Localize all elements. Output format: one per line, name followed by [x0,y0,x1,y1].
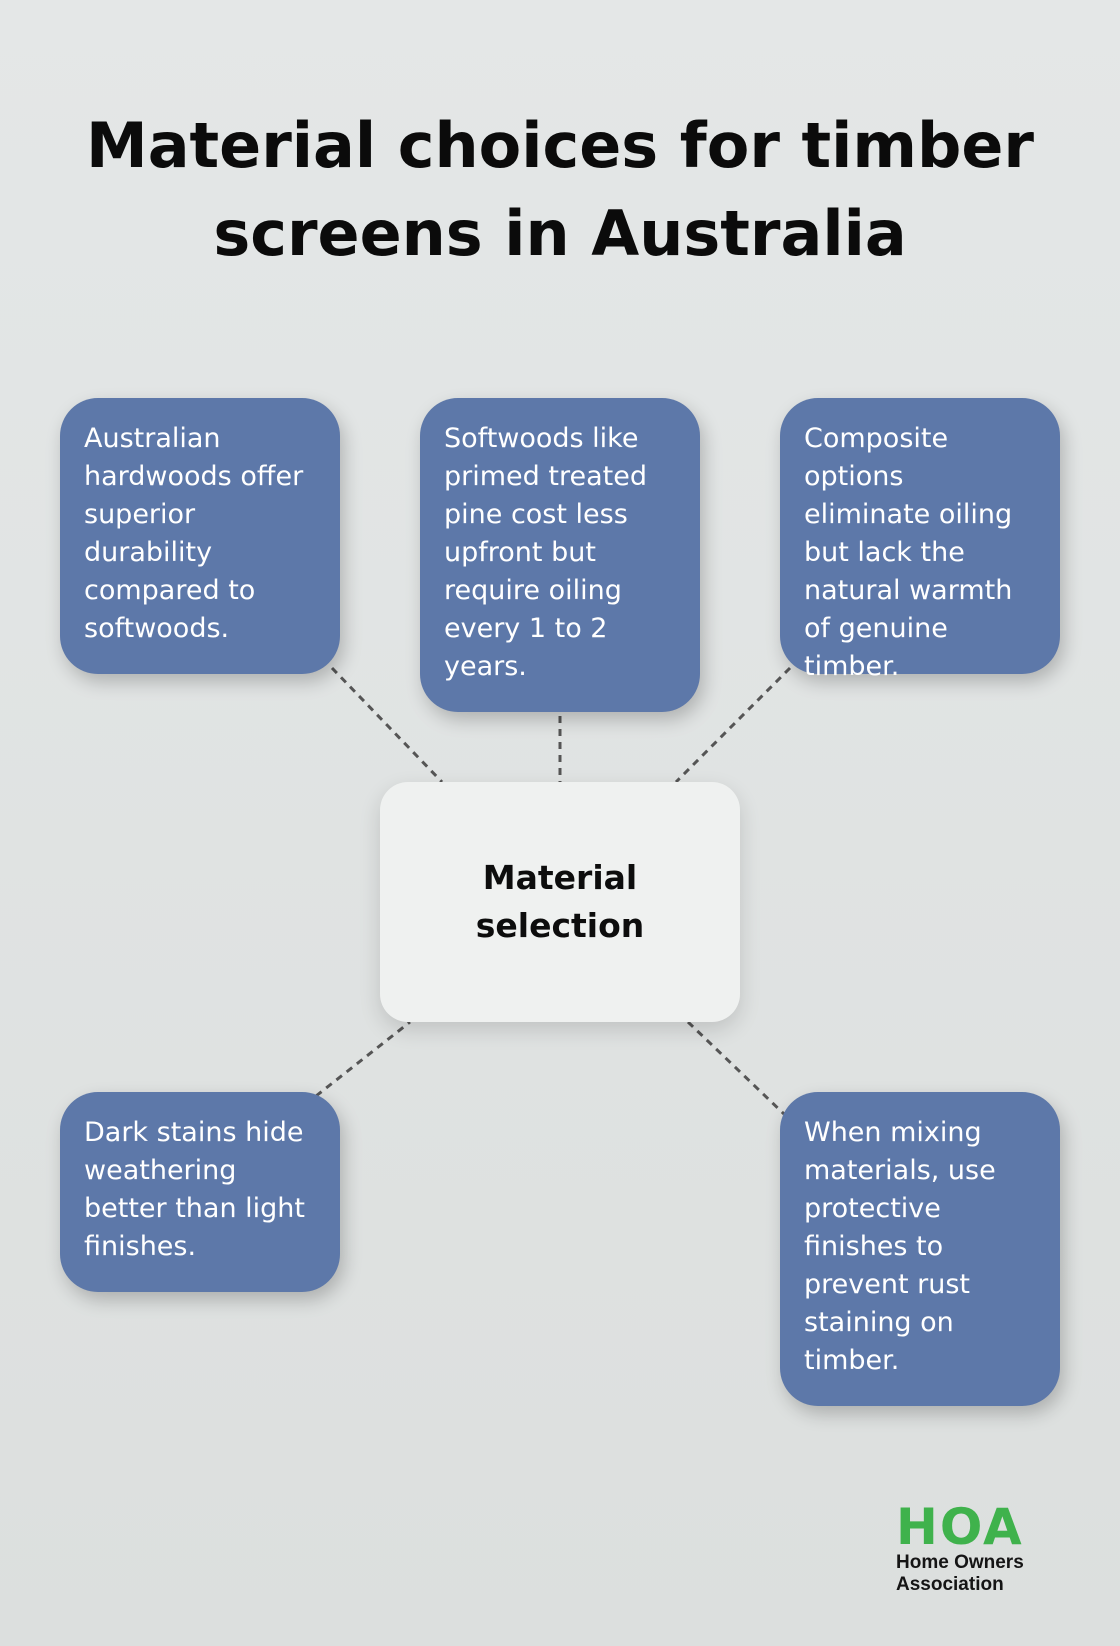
center-node: Material selection [380,782,740,1022]
node-hardwoods: Australian hardwoods offer superior dura… [60,398,340,674]
node-mixing-materials-text: When mixing materials, use protective fi… [804,1117,996,1376]
center-node-label: Material selection [475,858,645,945]
node-mixing-materials: When mixing materials, use protective fi… [780,1092,1060,1406]
node-dark-stains: Dark stains hide weathering better than … [60,1092,340,1292]
node-composite-text: Composite options eliminate oiling but l… [804,423,1013,682]
connector-line-dark-stains [315,1020,411,1098]
node-dark-stains-text: Dark stains hide weathering better than … [84,1117,305,1262]
node-softwoods-text: Softwoods like primed treated pine cost … [444,423,647,682]
node-hardwoods-text: Australian hardwoods offer superior dura… [84,423,304,644]
logo-mark: HOA [896,1498,1024,1556]
page-title: Material choices for timber screens in A… [86,109,1034,270]
node-composite: Composite options eliminate oiling but l… [780,398,1060,682]
node-softwoods: Softwoods like primed treated pine cost … [420,398,700,712]
logo-line-2: Association [896,1574,1004,1595]
hoa-logo: HOA Home Owners Association [896,1502,1076,1602]
logo-line-1: Home Owners [896,1552,1024,1573]
connector-line-mixing [686,1020,786,1116]
